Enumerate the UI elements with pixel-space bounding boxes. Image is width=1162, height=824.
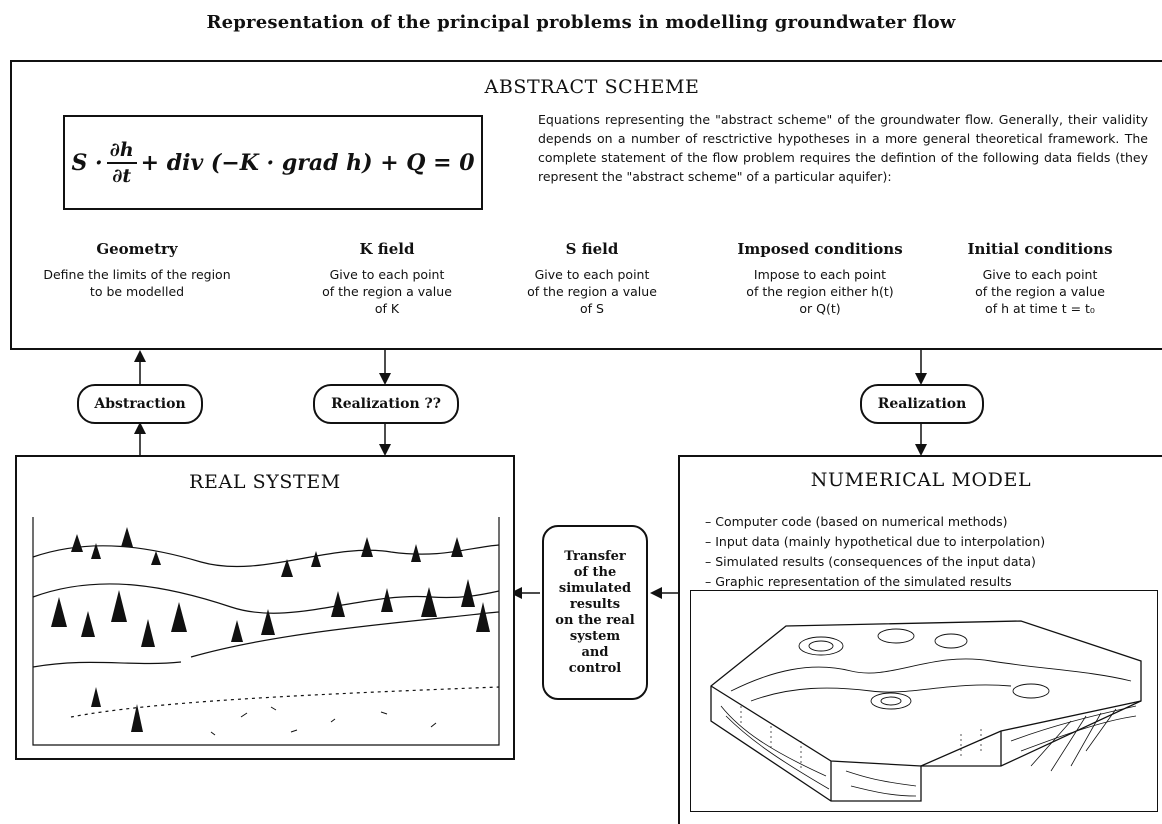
numerical-model-heading: NUMERICAL MODEL: [810, 469, 1032, 491]
field-desc-line: Give to each point: [534, 267, 650, 282]
realization-uncertain-label: Realization ??: [313, 384, 459, 424]
field-desc-line: of the region a value: [527, 284, 657, 299]
field-title: Initial conditions: [967, 240, 1113, 258]
field-desc-line: Impose to each point: [753, 267, 887, 282]
landscape-illustration: [32, 517, 500, 746]
transfer-line: system: [569, 628, 621, 644]
field-desc-line: of h at time t = t₀: [985, 301, 1095, 316]
flow-equation: S · ∂h ∂t + div (−K · grad h) + Q = 0: [63, 115, 483, 210]
equation-rest: + div (−K · grad h) + Q = 0: [140, 149, 475, 176]
field-title: Imposed conditions: [737, 240, 903, 258]
field-desc: Give to each point of the region a value…: [487, 266, 697, 317]
list-item: Simulated results (consequences of the i…: [705, 552, 1045, 572]
abstract-scheme-box: ABSTRACT SCHEME: [10, 60, 1162, 350]
model-graphic-frame: [690, 590, 1158, 812]
real-system-box: REAL SYSTEM: [15, 455, 515, 760]
field-desc-line: of the region either h(t): [746, 284, 894, 299]
field-desc-line: of K: [374, 301, 400, 316]
field-title: K field: [359, 240, 415, 258]
field-desc: Give to each point of the region a value…: [935, 266, 1145, 317]
model-block-diagram: [710, 620, 1142, 802]
equation-fraction: ∂h ∂t: [106, 139, 137, 187]
field-imposed-conditions: Imposed conditions Impose to each point …: [715, 240, 925, 317]
realization-label: Realization: [860, 384, 984, 424]
transfer-line: on the real: [555, 612, 635, 628]
field-desc-line: Give to each point: [982, 267, 1098, 282]
transfer-line: of the: [573, 564, 617, 580]
list-item: Computer code (based on numerical method…: [705, 512, 1045, 532]
field-s: S field Give to each point of the region…: [487, 240, 697, 317]
transfer-line: Transfer: [564, 548, 626, 564]
field-desc-line: of the region a value: [975, 284, 1105, 299]
field-k: K field Give to each point of the region…: [282, 240, 492, 317]
field-title: S field: [565, 240, 619, 258]
field-desc: Define the limits of the region to be mo…: [32, 266, 242, 300]
transfer-results-box: Transfer of the simulated results on the…: [542, 525, 648, 700]
transfer-line: control: [568, 660, 622, 676]
field-title: Geometry: [96, 240, 178, 258]
abstract-scheme-description: Equations representing the "abstract sch…: [538, 112, 1148, 184]
field-desc-line: to be modelled: [89, 284, 185, 299]
equation-fraction-denominator: ∂t: [112, 164, 132, 187]
numerical-model-list: Computer code (based on numerical method…: [705, 512, 1045, 592]
field-desc: Give to each point of the region a value…: [282, 266, 492, 317]
transfer-line: and: [581, 644, 609, 660]
list-item: Input data (mainly hypothetical due to i…: [705, 532, 1045, 552]
list-item: Graphic representation of the simulated …: [705, 572, 1045, 592]
field-desc-line: of S: [580, 301, 604, 316]
field-desc-line: of the region a value: [322, 284, 452, 299]
abstraction-label: Abstraction: [77, 384, 203, 424]
transfer-text: Transfer of the simulated results on the…: [555, 549, 634, 677]
field-initial-conditions: Initial conditions Give to each point of…: [935, 240, 1145, 317]
field-desc-line: Give to each point: [329, 267, 445, 282]
equation-lhs: S ·: [71, 149, 103, 176]
real-system-heading: REAL SYSTEM: [189, 471, 341, 493]
transfer-line: results: [569, 596, 621, 612]
abstract-scheme-heading: ABSTRACT SCHEME: [484, 76, 700, 98]
field-desc-line: Define the limits of the region: [43, 267, 231, 282]
transfer-line: simulated: [558, 580, 632, 596]
equation-fraction-numerator: ∂h: [106, 139, 137, 164]
field-geometry: Geometry Define the limits of the region…: [32, 240, 242, 300]
field-desc: Impose to each point of the region eithe…: [715, 266, 925, 317]
field-desc-line: or Q(t): [799, 301, 841, 316]
page-title: Representation of the principal problems…: [206, 12, 956, 33]
